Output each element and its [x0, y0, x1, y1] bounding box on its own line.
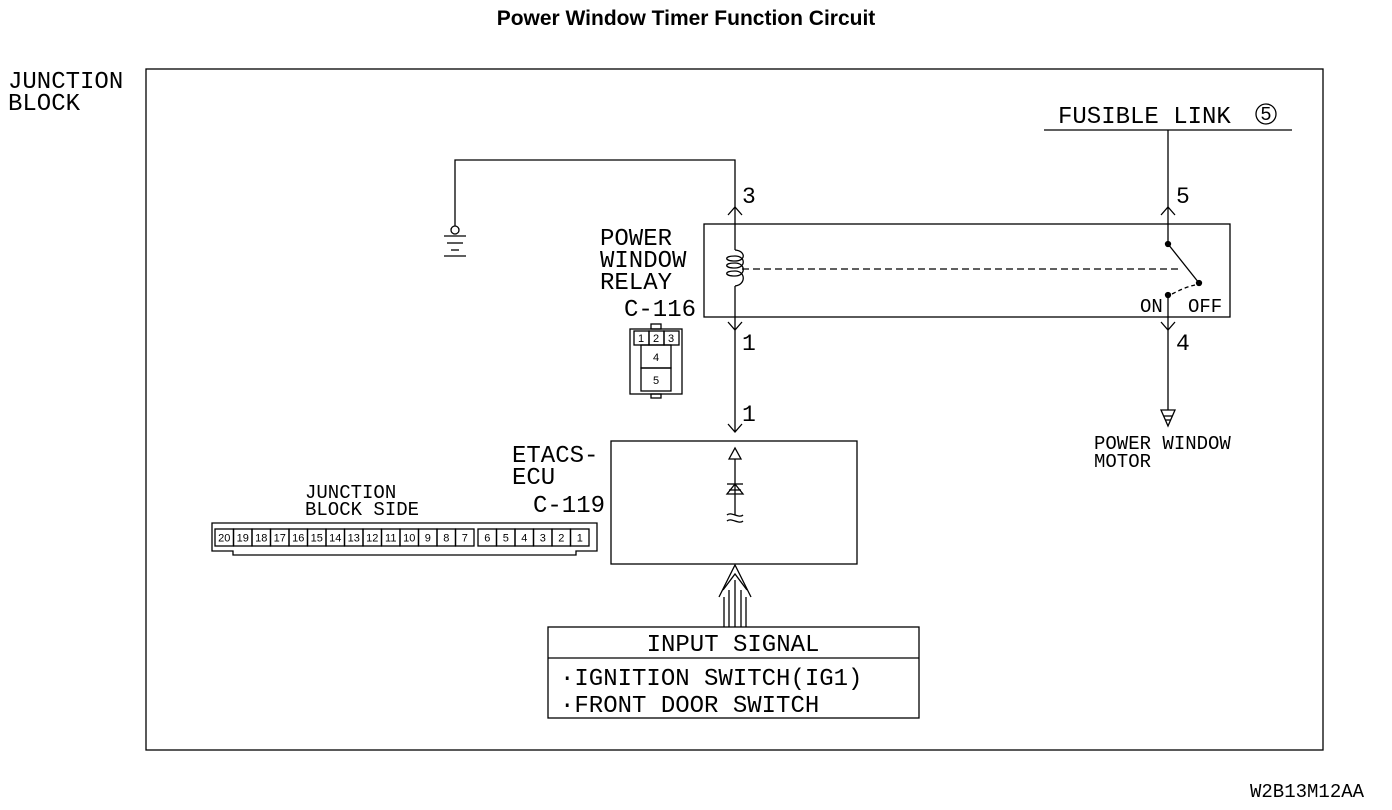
input-signal-header: INPUT SIGNAL — [647, 632, 820, 659]
page-title: Power Window Timer Function Circuit — [497, 7, 876, 30]
ecu-label-line2: ECU — [512, 465, 555, 492]
figure-id: W2B13M12AA — [1250, 781, 1365, 803]
pin-1-relay-label: 1 — [742, 331, 756, 357]
ecu-input-terminal — [727, 446, 743, 460]
c116-cell-5 — [640, 367, 672, 392]
pin-3-label: 3 — [742, 184, 756, 210]
jb-cell-number: 17 — [274, 533, 286, 545]
switch-contact-off — [1195, 279, 1203, 287]
junction-block-label-line1: JUNCTION — [8, 69, 123, 96]
jb-cell-number: 3 — [540, 533, 546, 545]
fusible-link-number: 5 — [1260, 104, 1271, 126]
c116-connector-foot — [650, 393, 662, 399]
jb-cell-number: 5 — [503, 533, 509, 545]
fusible-link-label: FUSIBLE LINK — [1058, 104, 1231, 131]
relay-label-line3: RELAY — [600, 270, 672, 297]
pin-5-label: 5 — [1176, 184, 1190, 210]
switch-on-label: ON — [1140, 296, 1163, 318]
input-signal-box — [547, 626, 920, 719]
relay-box — [703, 223, 1231, 318]
etacs-ecu-box — [610, 440, 858, 565]
jb-cell-number: 12 — [366, 533, 378, 545]
pin-4-label: 4 — [1176, 331, 1190, 357]
relay-connector-label: C-116 — [624, 297, 696, 324]
pin-5-terminal-arrow — [1160, 206, 1176, 216]
jb-cell-number: 19 — [237, 533, 249, 545]
fusible-link-number-circle — [1255, 103, 1277, 125]
wire-ground-to-relay — [454, 159, 736, 226]
jb-cell-number: 16 — [292, 533, 304, 545]
jb-cell-number: 14 — [329, 533, 341, 545]
jb-cell — [569, 528, 590, 547]
c116-pin-5: 5 — [653, 375, 659, 387]
jb-cell-number: 6 — [484, 533, 490, 545]
jb-cell-number: 20 — [218, 533, 230, 545]
motor-label-line1: POWER WINDOW — [1094, 433, 1231, 455]
pin-1-ecu-terminal-arrow — [727, 423, 743, 433]
jb-cell-number: 9 — [425, 533, 431, 545]
ground-node — [450, 225, 460, 235]
input-signal-item-ignition: ·IGNITION SWITCH(IG1) — [560, 666, 862, 693]
switch-blade — [1167, 243, 1200, 284]
ecu-internal-break — [726, 513, 744, 517]
c116-pin-1: 1 — [638, 333, 644, 345]
jb-cell-number: 8 — [443, 533, 449, 545]
jb-cell-number: 13 — [348, 533, 360, 545]
ecu-label-line1: ETACS- — [512, 443, 598, 470]
jb-cell-number: 1 — [577, 533, 583, 545]
jb-cell-number: 11 — [385, 533, 396, 545]
motor-label-line2: MOTOR — [1094, 451, 1151, 473]
jb-cell-number: 10 — [403, 533, 415, 545]
pin-1-ecu-label: 1 — [742, 402, 756, 428]
ecu-internal-break2 — [726, 519, 744, 523]
junction-block-outline — [145, 68, 1324, 751]
c116-connector-latch — [650, 323, 662, 330]
junction-block-label-line2: BLOCK — [8, 91, 81, 118]
jb-cell-number: 2 — [558, 533, 564, 545]
jb-cell — [454, 528, 475, 547]
jb-side-label-line1: JUNCTION — [305, 482, 396, 504]
ecu-diode — [725, 482, 745, 495]
pin-3-terminal-arrow — [727, 206, 743, 216]
jb-cell-number: 7 — [462, 533, 468, 545]
relay-coil — [726, 249, 744, 287]
jb-cell-number: 18 — [255, 533, 267, 545]
relay-label-line2: WINDOW — [600, 248, 687, 275]
jb-cell-number: 4 — [521, 533, 527, 545]
input-arrow-inner-head — [722, 572, 748, 591]
c116-pin-2: 2 — [653, 333, 659, 345]
input-signal-item-door: ·FRONT DOOR SWITCH — [560, 693, 819, 720]
jb-cell-number: 15 — [311, 533, 323, 545]
ecu-connector-label: C-119 — [533, 493, 605, 520]
jb-side-connector-body — [211, 522, 598, 556]
relay-label-line1: POWER — [600, 226, 672, 253]
c116-pin-3: 3 — [668, 333, 674, 345]
jb-side-label-line2: BLOCK SIDE — [305, 499, 419, 521]
switch-dashed-arc — [1171, 284, 1196, 295]
c116-pin-4: 4 — [653, 352, 659, 364]
switch-off-label: OFF — [1188, 296, 1222, 318]
motor-arrow — [1160, 409, 1176, 428]
input-arrow-head — [718, 563, 752, 598]
